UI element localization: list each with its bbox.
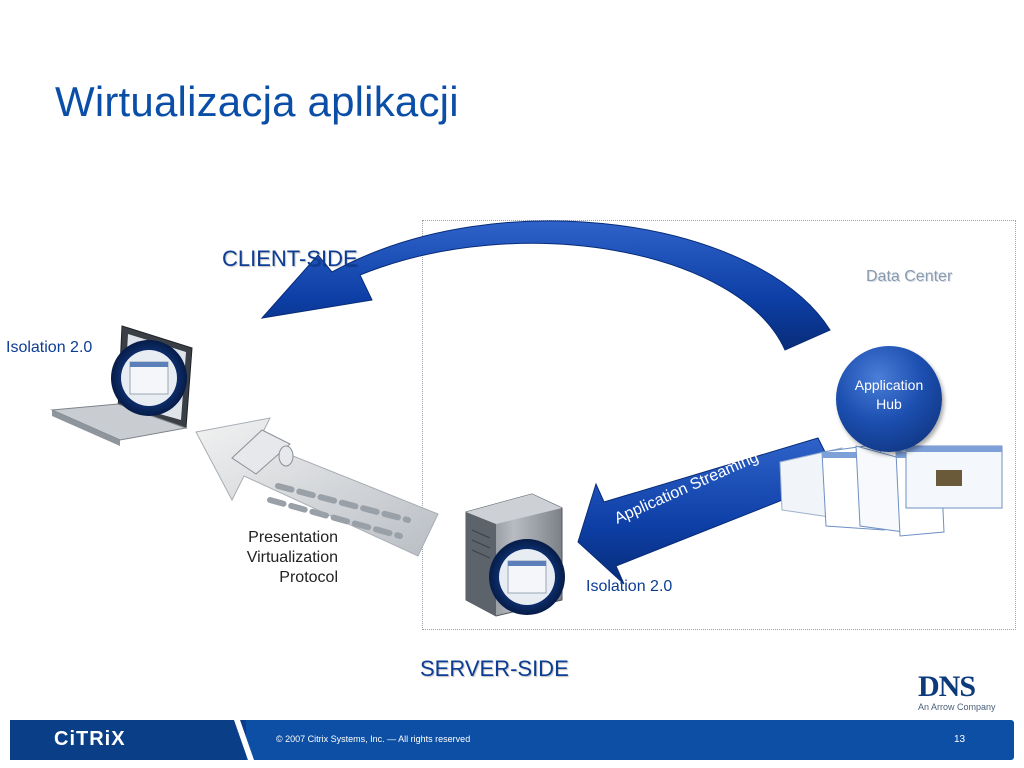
data-center-box xyxy=(422,220,1016,630)
application-windows-icon xyxy=(779,443,1003,537)
protocol-line-1: Presentation xyxy=(248,529,338,546)
footer-logo-panel xyxy=(10,720,246,760)
hub-line2: Hub xyxy=(876,396,902,412)
client-side-label: CLIENT-SIDE xyxy=(222,246,358,271)
slide-title: Wirtualizacja aplikacji xyxy=(55,78,459,125)
isolation-ring-server xyxy=(489,539,565,615)
copyright-text: © 2007 Citrix Systems, Inc. — All rights… xyxy=(276,734,471,744)
data-center-label: Data Center xyxy=(866,268,953,285)
page-number: 13 xyxy=(954,734,966,745)
isolation-server-label: Isolation 2.0 xyxy=(586,578,673,595)
isolation-ring-client xyxy=(111,340,187,416)
protocol-label: Presentation Virtualization Protocol xyxy=(190,528,338,588)
protocol-line-2: Virtualization xyxy=(246,549,338,566)
dns-tagline: An Arrow Company xyxy=(918,702,996,712)
application-hub-label: Application Hub xyxy=(836,376,942,414)
protocol-line-3: Protocol xyxy=(279,569,338,586)
dns-logo: DNS xyxy=(918,670,976,703)
streaming-top-label: Application Streaming xyxy=(432,263,588,280)
footer-divider-icon xyxy=(234,720,254,760)
isolation-client-label: Isolation 2.0 xyxy=(6,339,93,356)
hub-line1: Application xyxy=(854,377,924,393)
application-hub: Application Hub xyxy=(836,346,942,452)
keyboard-mouse-icon xyxy=(231,429,294,475)
server-side-label: SERVER-SIDE xyxy=(420,656,569,681)
streaming-arrow-top xyxy=(260,220,831,351)
citrix-logo: CiTRiX xyxy=(54,728,126,750)
